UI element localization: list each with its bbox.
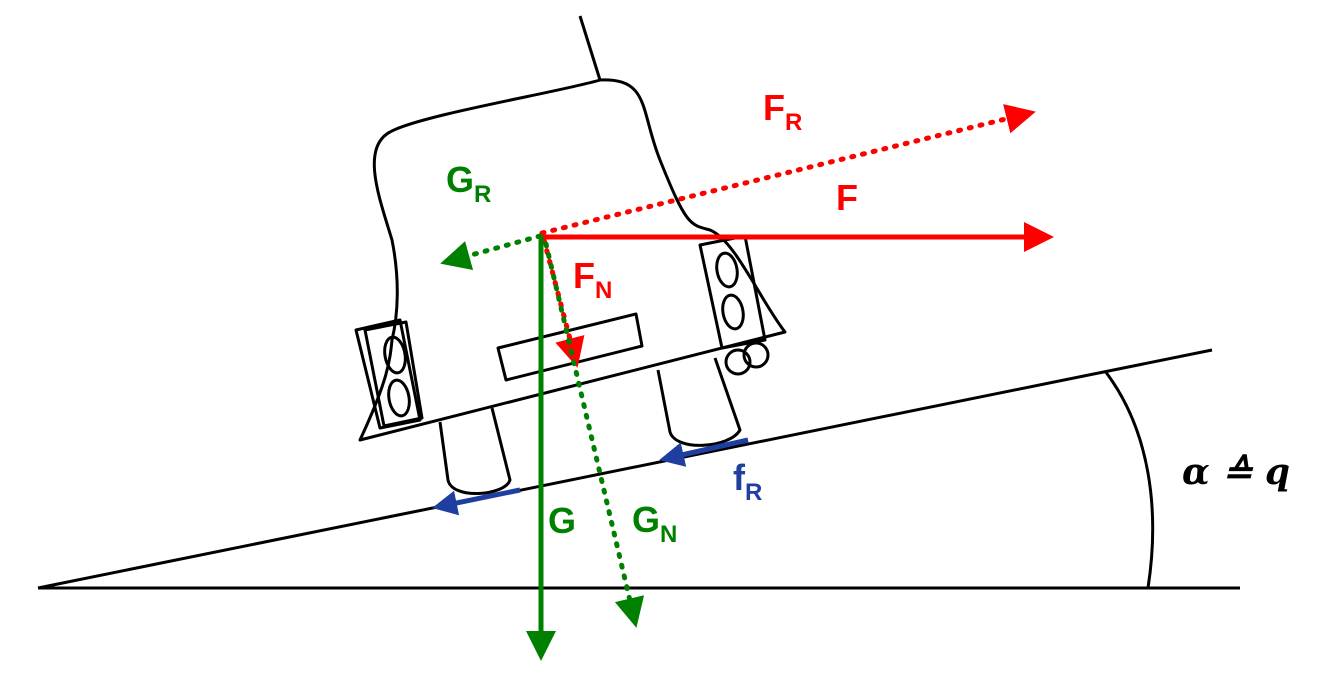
exhaust-pipe xyxy=(724,348,752,376)
label-G-R-sub: R xyxy=(474,181,491,208)
force-FR-arrow xyxy=(539,104,1036,236)
right-wheel xyxy=(656,357,742,447)
label-F-R: FR xyxy=(763,87,802,136)
label-F-R-main: F xyxy=(763,87,785,128)
force-GR-arrow xyxy=(440,233,543,271)
left-wheel xyxy=(438,407,512,495)
force-FN-arrow xyxy=(541,237,585,368)
force-GN-arrow xyxy=(543,241,645,628)
left-tail-light xyxy=(354,318,422,430)
label-F-N: FN xyxy=(573,255,612,304)
label-G-N: GN xyxy=(632,499,677,548)
label-G-R: GR xyxy=(446,159,491,208)
antenna xyxy=(578,15,602,81)
incline-surface xyxy=(37,348,1213,590)
vehicle xyxy=(354,15,787,495)
label-G: G xyxy=(548,500,576,541)
friction-front-arrow xyxy=(432,487,521,516)
label-F: F xyxy=(836,177,858,218)
label-f-R-main: f xyxy=(733,457,746,498)
label-f-R: fR xyxy=(733,457,762,506)
angle-arc xyxy=(1103,370,1155,589)
label-G-R-main: G xyxy=(446,159,474,200)
license-plate xyxy=(496,312,644,382)
label-F-N-sub: N xyxy=(595,277,612,304)
label-G-N-sub: N xyxy=(660,521,677,548)
label-f-R-sub: R xyxy=(745,479,762,506)
label-F-N-main: F xyxy=(573,255,595,296)
label-angle: α ≙ q xyxy=(1182,451,1290,493)
label-F-R-sub: R xyxy=(785,109,802,136)
friction-rear-arrow xyxy=(659,437,749,467)
label-G-N-main: G xyxy=(632,499,660,540)
